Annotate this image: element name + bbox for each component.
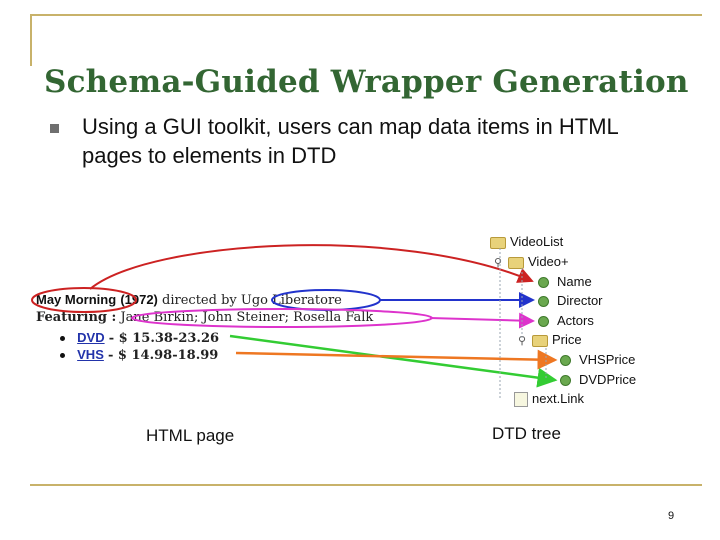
html-line-dvd: DVD - $ 15.38-23.26: [60, 330, 219, 346]
tree-node-price[interactable]: ⚲Price: [518, 332, 582, 347]
leaf-node-icon: [538, 296, 549, 308]
bullet-text: Using a GUI toolkit, users can map data …: [82, 114, 618, 168]
dvd-price: - $ 15.38-23.26: [108, 331, 220, 346]
expand-key-icon: ⚲: [518, 335, 527, 347]
folder-icon: [532, 334, 548, 347]
page-number: 9: [668, 510, 675, 522]
leaf-node-icon: [560, 355, 571, 367]
vhs-link[interactable]: VHS: [77, 347, 104, 362]
frame-vertical-line: [30, 14, 32, 66]
name-highlight-ellipse: [31, 287, 137, 313]
leaf-node-icon: [560, 375, 571, 387]
actors-highlight-ellipse: [131, 308, 433, 328]
vhs-price-mapping-arrow: [235, 349, 558, 370]
director-highlight-ellipse: [271, 289, 381, 311]
dtd-tree-caption: DTD tree: [492, 424, 561, 443]
expand-key-icon: ⚲: [494, 257, 503, 269]
movie-name: May Morning: [36, 292, 117, 307]
movie-year: (1972): [120, 292, 158, 307]
tree-node-video[interactable]: ⚲Video+: [494, 254, 569, 269]
tree-connector-lines: [499, 248, 547, 400]
folder-icon: [508, 256, 524, 269]
name-mapping-arrow: [89, 244, 534, 290]
directed-by-text: directed by: [162, 293, 237, 308]
slide-title: Schema-Guided Wrapper Generation: [44, 64, 689, 100]
folder-icon: [490, 236, 506, 249]
tree-node-director[interactable]: Director: [538, 293, 603, 309]
leaf-node-icon: [538, 277, 549, 289]
actors-list: Jane Birkin; John Steiner; Rosella Falk: [120, 310, 374, 325]
leaf-node-icon: [538, 316, 549, 328]
html-page-sample: May Morning (1972) directed by Ugo Liber…: [36, 290, 456, 370]
tree-node-videolist[interactable]: VideoList: [490, 234, 563, 250]
tree-node-dvdprice[interactable]: DVDPrice: [560, 372, 636, 388]
tree-node-vhsprice[interactable]: VHSPrice: [560, 352, 635, 368]
document-icon: [514, 392, 528, 408]
footer-line: [30, 484, 702, 486]
dtd-tree: VideoList ⚲Video+ Name Director Actors ⚲…: [490, 232, 690, 412]
vhs-price: - $ 14.98-18.99: [108, 348, 219, 363]
actors-mapping-arrow: [429, 312, 535, 329]
html-line-title: May Morning (1972) directed by Ugo Liber…: [36, 292, 342, 308]
tree-node-nextlink[interactable]: next.Link: [514, 391, 584, 408]
html-page-caption: HTML page: [146, 426, 235, 445]
dvd-price-mapping-arrow: [229, 334, 558, 388]
bullet-square-icon: [50, 124, 59, 133]
director-name: Ugo Liberatore: [240, 293, 342, 308]
html-line-featuring: Featuring : Jane Birkin; John Steiner; R…: [36, 310, 373, 325]
bullet-dot-icon: [60, 336, 65, 341]
featuring-label: Featuring :: [36, 310, 117, 325]
tree-node-actors[interactable]: Actors: [538, 313, 594, 329]
bullet-dot-icon: [60, 353, 65, 358]
frame-top-line: [30, 14, 702, 16]
dvd-link[interactable]: DVD: [77, 330, 105, 345]
tree-node-name[interactable]: Name: [538, 274, 592, 290]
html-line-vhs: VHS - $ 14.98-18.99: [60, 347, 218, 363]
